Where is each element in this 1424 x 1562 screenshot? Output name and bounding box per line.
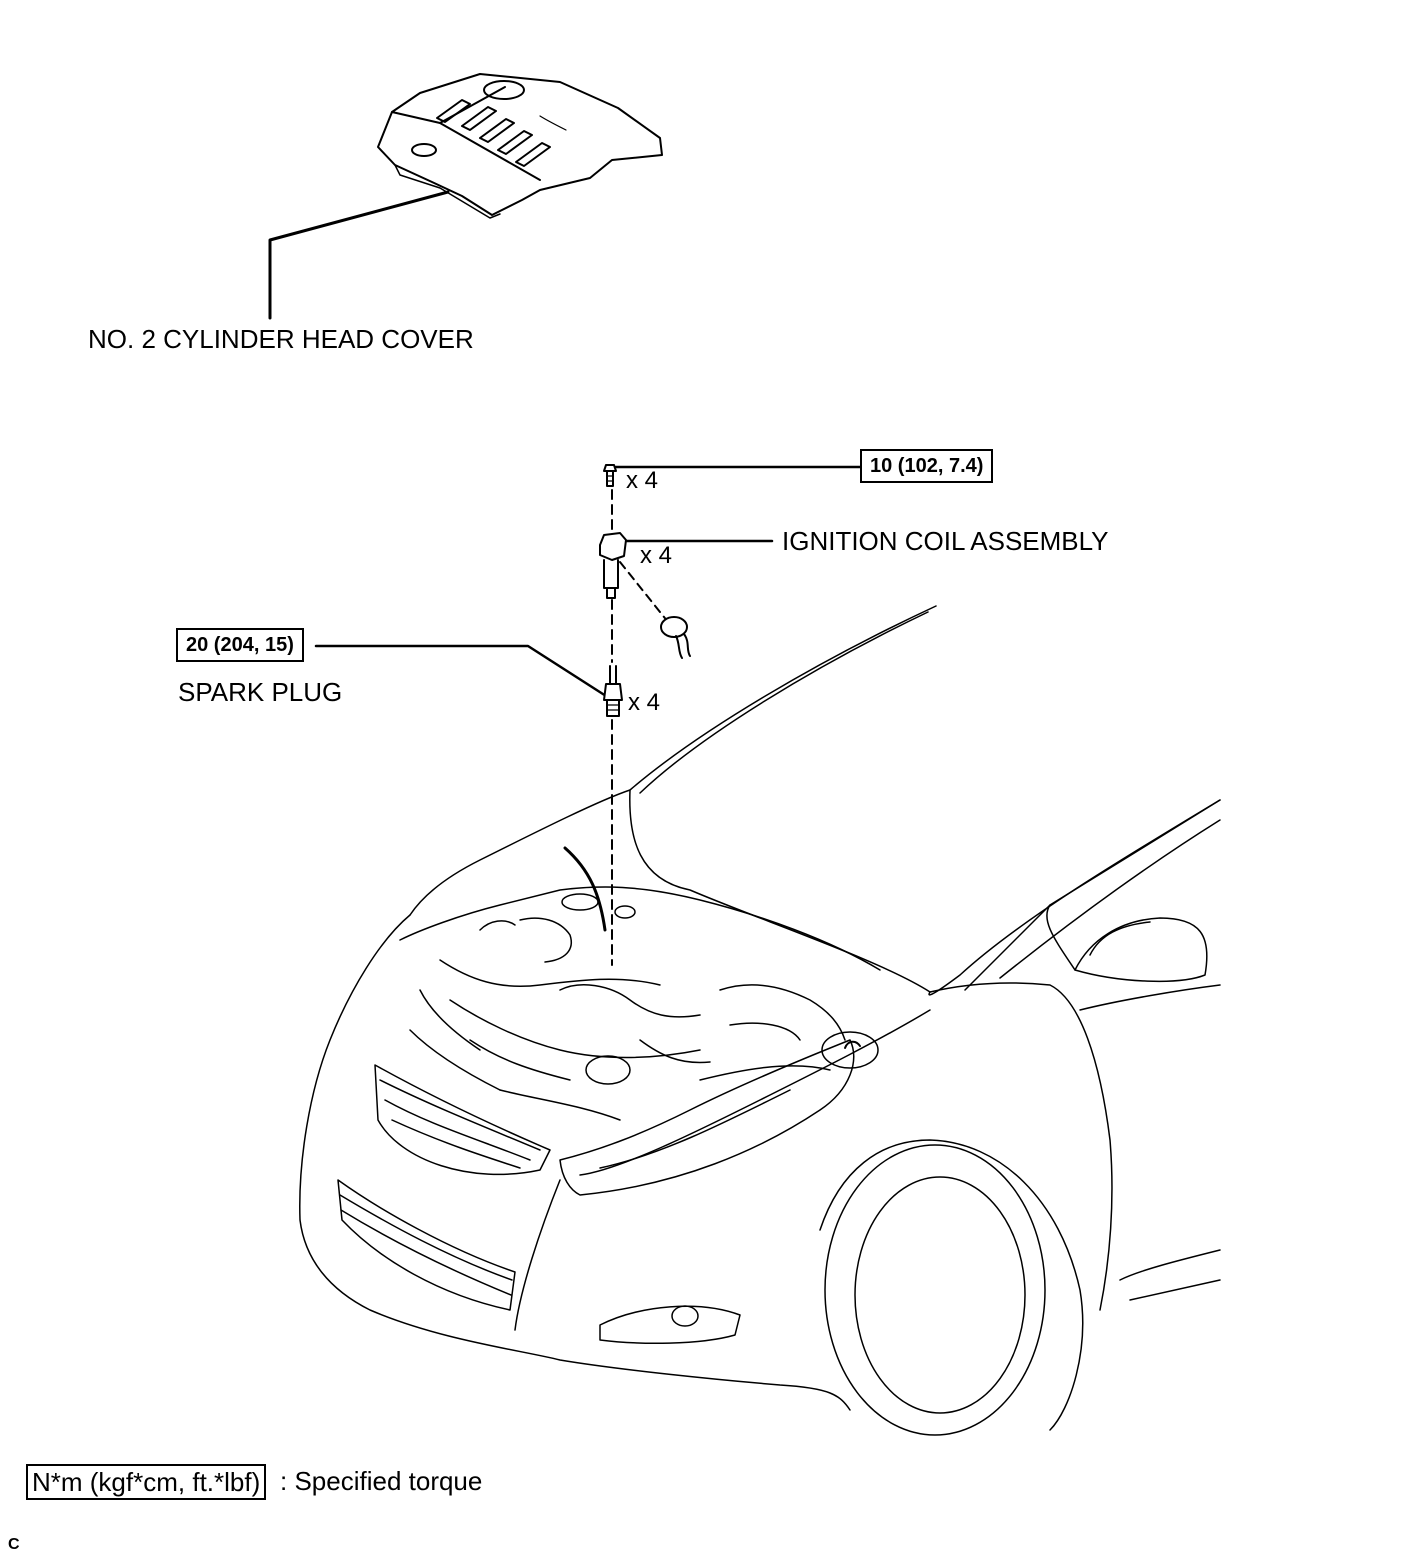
coil-quantity: x 4: [640, 542, 673, 569]
spark-plug-leader-line: [314, 644, 608, 698]
bolt-torque-box: 10 (102, 7.4): [860, 449, 994, 483]
head-cover-label: NO. 2 CYLINDER HEAD COVER: [88, 324, 474, 354]
spark-plug-torque-box: 20 (204, 15): [176, 628, 304, 662]
head-cover-leader-line: [268, 190, 450, 320]
coil-connector-dashed-line: [619, 561, 669, 623]
spark-plug-icon: [603, 665, 623, 717]
torque-unit-legend-box: N*m (kgf*cm, ft.*lbf): [26, 1464, 267, 1500]
cylinder-head-cover-illustration: [377, 73, 663, 219]
plug-quantity: x 4: [628, 689, 661, 716]
bolt-icon: [603, 464, 617, 487]
spark-plug-label: SPARK PLUG: [178, 677, 343, 707]
coil-connector-icon: [660, 616, 691, 659]
vehicle-illustration: [299, 605, 1221, 1436]
ignition-coil-label: IGNITION COIL ASSEMBLY: [782, 526, 1109, 556]
bolt-quantity: x 4: [626, 467, 659, 494]
footer-code: C: [8, 1536, 20, 1553]
ignition-coil-icon: [599, 532, 627, 599]
torque-legend-text: : Specified torque: [280, 1466, 483, 1496]
